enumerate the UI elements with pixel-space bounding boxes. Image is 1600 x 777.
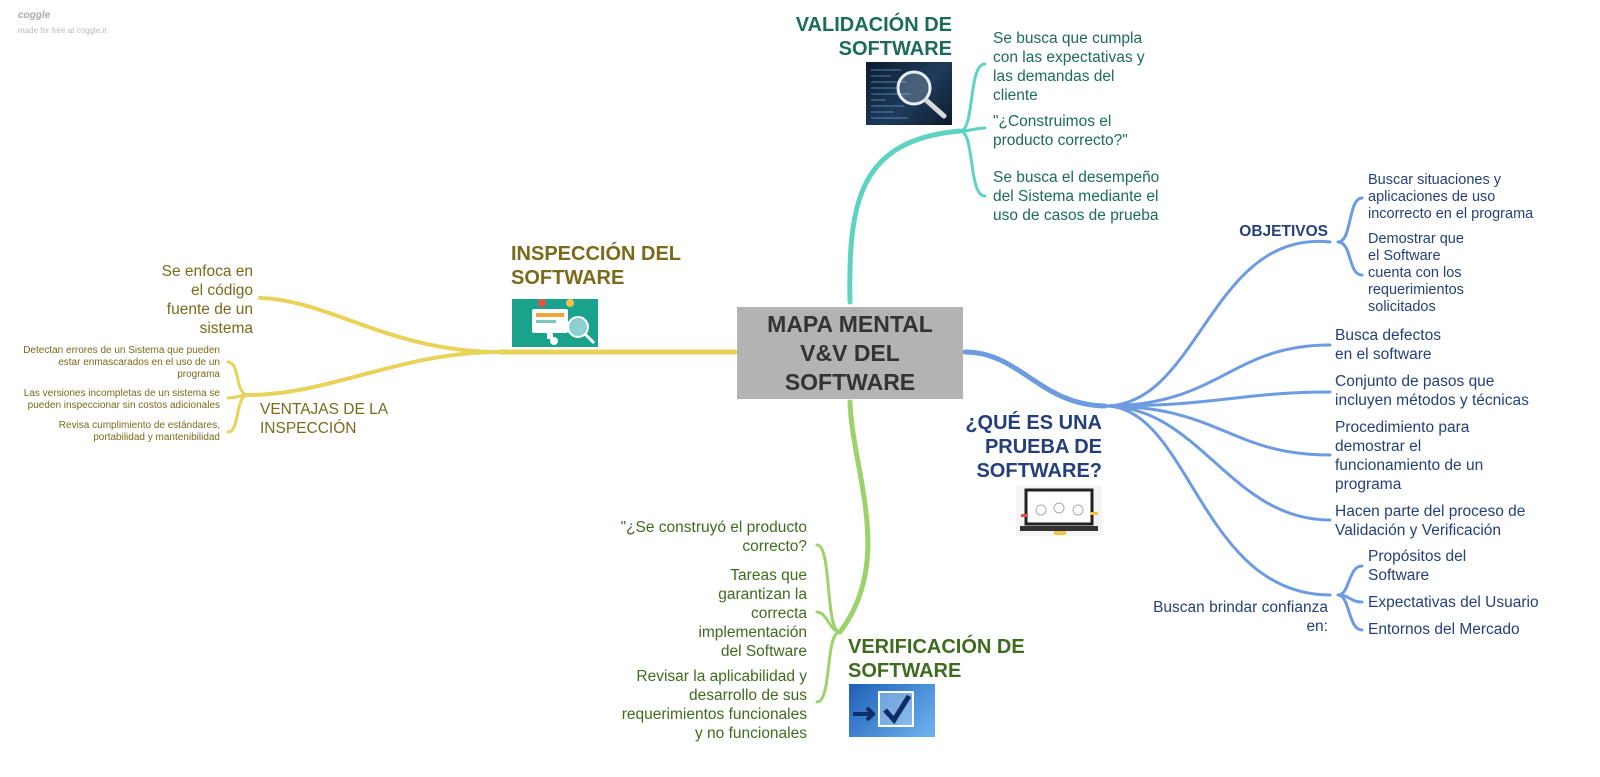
branch-ventajas-items — [226, 360, 250, 434]
validacion-code-image — [866, 62, 952, 125]
verificacion-checkbox-image — [849, 684, 935, 737]
validacion-item-2[interactable]: "¿Construimos el producto correcto?" — [993, 113, 1128, 149]
validacion-item-3[interactable]: Se busca el desempeño del Sistema median… — [993, 169, 1160, 224]
validacion-title[interactable]: VALIDACIÓN DE SOFTWARE — [795, 14, 952, 60]
confianza-item-2[interactable]: Expectativas del Usuario — [1368, 594, 1539, 611]
prueba-item-1[interactable]: Busca defectos en el software — [1335, 327, 1441, 363]
verificacion-title[interactable]: VERIFICACIÓN DE SOFTWARE — [848, 636, 1025, 682]
verificacion-item-1[interactable]: "¿Se construyó el producto correcto? — [620, 519, 807, 555]
objetivo-item-1[interactable]: Buscar situaciones y aplicaciones de uso… — [1368, 172, 1534, 222]
prueba-title[interactable]: ¿QUÉ ES UNA PRUEBA DE SOFTWARE? — [965, 412, 1102, 482]
branch-validacion — [847, 128, 963, 305]
confianza-item-3[interactable]: Entornos del Mercado — [1368, 621, 1520, 638]
ventaja-item-1[interactable]: Detectan errores de un Sistema que puede… — [23, 345, 220, 380]
branch-inspeccion-focus — [258, 296, 502, 354]
prueba-item-4[interactable]: Hacen parte del proceso de Validación y … — [1335, 503, 1526, 539]
central-node[interactable]: MAPA MENTAL V&V DEL SOFTWARE — [737, 307, 963, 399]
coggle-tagline: made for free at coggle.it — [18, 26, 107, 35]
branch-validacion-items — [958, 62, 987, 198]
branch-confianza-items — [1336, 564, 1364, 632]
verificacion-item-3[interactable]: Revisar la aplicabilidad y desarrollo de… — [621, 668, 807, 742]
coggle-logo: coggle — [18, 10, 51, 21]
prueba-item-2[interactable]: Conjunto de pasos que incluyen métodos y… — [1335, 373, 1529, 409]
branch-objetivos-items — [1336, 196, 1364, 277]
branch-inspeccion-ventajas — [246, 350, 502, 397]
validacion-item-1[interactable]: Se busca que cumpla con las expectativas… — [993, 30, 1145, 104]
ventaja-item-2[interactable]: Las versiones incompletas de un sistema … — [23, 388, 220, 411]
prueba-presentation-image — [1016, 486, 1102, 536]
branch-verificacion — [837, 399, 871, 635]
branch-verificacion-items — [815, 543, 842, 704]
confianza-title[interactable]: Buscan brindar confianza en: — [1153, 599, 1328, 635]
verificacion-item-2[interactable]: Tareas que garantizan la correcta implem… — [698, 567, 807, 660]
inspeccion-monitor-image — [512, 299, 598, 347]
branch-prueba — [962, 349, 1108, 409]
branch-prueba-items — [1103, 240, 1332, 597]
ventajas-title[interactable]: VENTAJAS DE LA INSPECCIÓN — [260, 401, 389, 437]
inspeccion-title[interactable]: INSPECCIÓN DEL SOFTWARE — [511, 243, 682, 289]
objetivo-item-2[interactable]: Demostrar que el Software cuenta con los… — [1368, 231, 1464, 315]
inspeccion-focus[interactable]: Se enfoca en el código fuente de un sist… — [161, 263, 253, 337]
confianza-item-1[interactable]: Propósitos del Software — [1368, 548, 1467, 584]
ventaja-item-3[interactable]: Revisa cumplimiento de estándares, porta… — [58, 420, 220, 443]
objetivos-title[interactable]: OBJETIVOS — [1239, 223, 1328, 240]
prueba-item-3[interactable]: Procedimiento para demostrar el funciona… — [1335, 419, 1484, 493]
